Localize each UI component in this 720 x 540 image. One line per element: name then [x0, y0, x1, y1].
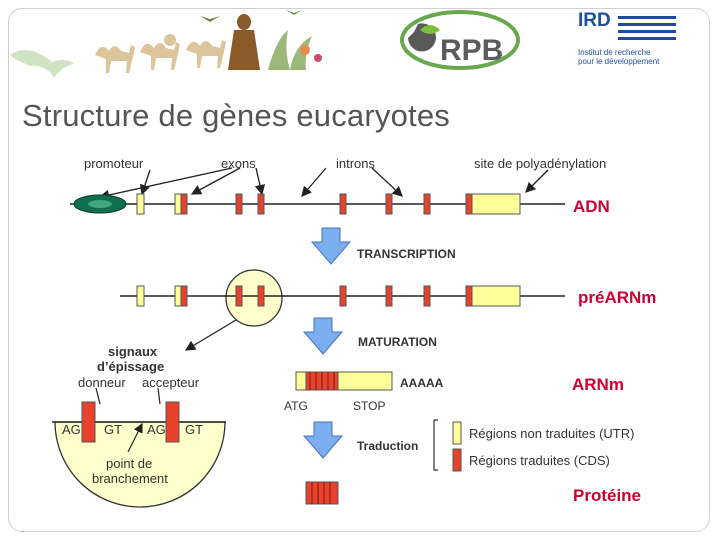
utr5-box [136, 193, 145, 215]
protein-bar [305, 481, 339, 505]
splice-signals-title-2: d’épissage [97, 359, 165, 374]
label-adn: ADN [573, 197, 610, 216]
label-ag-right: AG [147, 422, 166, 437]
exon-pointer-arrow-1 [190, 167, 241, 195]
header-decoration: RPB [10, 10, 520, 78]
pre-exon2 [235, 285, 243, 307]
exon7-cds-part [465, 193, 473, 215]
pre-utr3-box [471, 285, 521, 307]
polya-pointer-arrow [525, 169, 549, 193]
accepteur-pointer [157, 387, 161, 405]
ird-stripes-icon [618, 16, 676, 40]
donneur-pointer [95, 387, 101, 405]
exon1-utr-part [174, 193, 182, 215]
utr-legend-swatch [452, 421, 462, 445]
label-traduction: Traduction [357, 439, 419, 453]
dna-row [70, 193, 565, 215]
exon2 [235, 193, 243, 215]
label-pre-arnm: préARNm [578, 288, 657, 307]
label-utr-legend: Régions non traduites (UTR) [469, 426, 635, 441]
pre-mrna-row [120, 285, 565, 307]
branch-point-arrow [127, 422, 143, 453]
exon-pointer-arrow-2 [254, 167, 266, 196]
label-gt-left: GT [104, 422, 123, 437]
splice-zoom-circle [225, 269, 283, 327]
pre-exon1-cds-part [180, 285, 188, 307]
pre-exon3 [257, 285, 265, 307]
ird-logo-title: IRD [578, 10, 611, 31]
exon5 [385, 193, 393, 215]
bird-flock-icon [200, 10, 302, 22]
legend-bracket [433, 419, 438, 471]
label-atg: ATG [284, 399, 308, 413]
mrna-utr5 [295, 371, 307, 391]
label-arnm: ARNm [572, 375, 624, 394]
intron-pointer-arrow-1 [301, 167, 327, 197]
splice-signals-title-1: signaux [108, 344, 158, 359]
label-polya-tail: AAAAA [400, 376, 444, 390]
detail-exon-right [165, 401, 180, 443]
label-ag-left: AG [62, 422, 81, 437]
pre-exon5 [385, 285, 393, 307]
label-polya-site: site de polyadénylation [474, 156, 607, 171]
label-stop: STOP [353, 399, 386, 413]
promoter-highlight [88, 200, 112, 208]
ird-logo: IRD Institut de recherche pour le dévelo… [578, 10, 678, 66]
mature-mrna-row [295, 371, 393, 391]
label-branch-point-2: branchement [92, 471, 168, 486]
exon3 [257, 193, 265, 215]
label-accepteur: accepteur [142, 375, 200, 390]
utr3-box [471, 193, 521, 215]
label-donneur: donneur [78, 375, 126, 390]
zoom-pointer-arrow [184, 319, 237, 351]
label-exons: exons [221, 156, 256, 171]
detail-half-circle [54, 421, 226, 508]
translation-arrow-icon [302, 421, 344, 459]
label-proteine: Protéine [573, 486, 642, 505]
protein-segment [305, 481, 339, 505]
label-maturation: MATURATION [358, 335, 437, 349]
promoteur-to-box-arrow [98, 167, 233, 201]
pre-exon7-cds-part [465, 285, 473, 307]
plant-foliage-icon [268, 30, 322, 70]
exon1-cds-part [180, 193, 188, 215]
ird-logo-subtitle-2: pour le développement [578, 57, 660, 66]
transcription-arrow-icon [310, 227, 352, 265]
maturation-arrow-icon [302, 317, 344, 355]
label-cds-legend: Régions traduites (CDS) [469, 453, 610, 468]
pre-utr5-box [136, 285, 145, 307]
camel-caravan-icon [95, 34, 226, 73]
splicing-detail-panel [52, 387, 226, 508]
label-promoteur: promoteur [84, 156, 144, 171]
label-transcription: TRANSCRIPTION [357, 247, 456, 261]
bird-silhouette-icon [10, 50, 74, 78]
label-introns: introns [336, 156, 376, 171]
mrna-utr3 [337, 371, 393, 391]
pre-exon4 [339, 285, 347, 307]
promoter-pointer-arrow [139, 169, 151, 196]
exon4 [339, 193, 347, 215]
ird-logo-subtitle-1: Institut de recherche [578, 48, 651, 57]
slide-title: Structure de gènes eucaryotes [22, 98, 450, 133]
label-gt-right: GT [185, 422, 204, 437]
label-branch-point-1: point de [106, 456, 153, 471]
intron-pointer-arrow-2 [371, 167, 403, 197]
woman-silhouette-icon [228, 14, 260, 70]
slide-frame [8, 8, 710, 532]
rpb-logo-icon: RPB [400, 10, 520, 70]
cds-legend-swatch [452, 448, 462, 472]
detail-exon-left [81, 401, 96, 443]
pre-exon6 [423, 285, 431, 307]
rpb-logo-text: RPB [440, 34, 503, 67]
exon6 [423, 193, 431, 215]
pre-exon1-utr-part [174, 285, 182, 307]
